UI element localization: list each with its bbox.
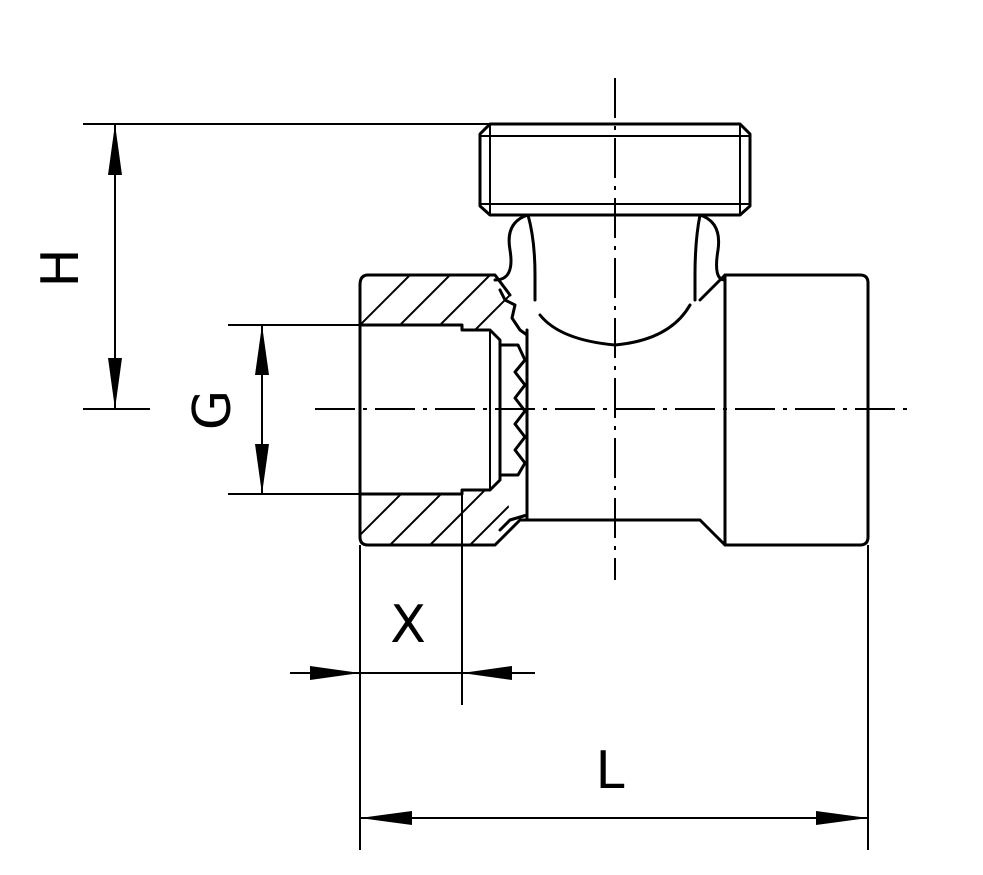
dimension-x (290, 494, 535, 850)
label-h: H (31, 248, 91, 287)
dimension-l (360, 545, 869, 850)
center-lines (315, 78, 915, 580)
label-l: L (596, 741, 625, 801)
tee-body (358, 273, 870, 547)
label-x: X (390, 595, 426, 655)
top-nut (478, 122, 752, 347)
dimension-g (228, 324, 360, 495)
dimension-h (83, 123, 490, 410)
label-g: G (183, 390, 243, 430)
